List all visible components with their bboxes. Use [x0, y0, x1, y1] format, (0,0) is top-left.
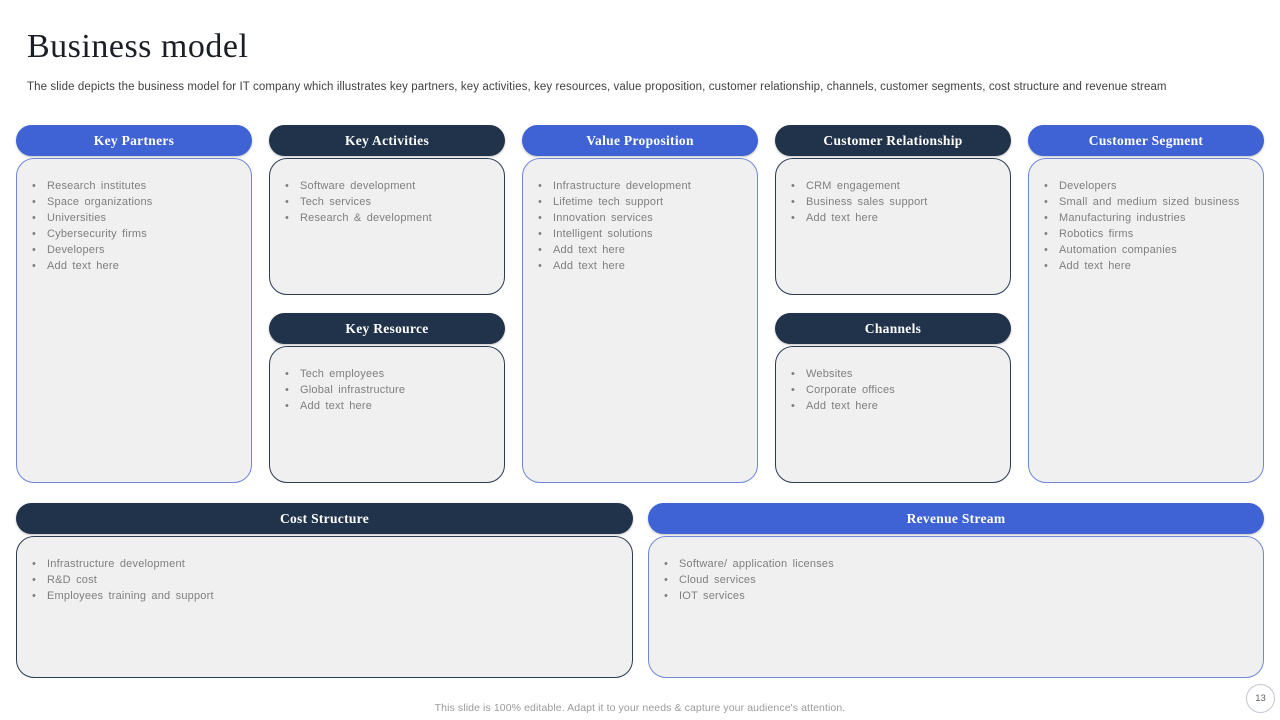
list-item: Tech services	[283, 194, 496, 210]
customer-relationship-list: CRM engagementBusiness sales supportAdd …	[776, 159, 1010, 226]
list-item: Add text here	[30, 258, 243, 274]
section-header-key-resource: Key Resource	[269, 313, 505, 344]
list-item: Developers	[1042, 178, 1255, 194]
column-value-proposition: Value Proposition Infrastructure develop…	[522, 125, 758, 483]
list-item: Intelligent solutions	[536, 226, 749, 242]
key-activities-list: Software developmentTech servicesResearc…	[270, 159, 504, 226]
page-number-badge: 13	[1246, 684, 1275, 713]
list-item: IOT services	[662, 588, 1255, 604]
column-customer-relationship-channels: Customer Relationship CRM engagementBusi…	[775, 125, 1011, 483]
list-item: Cloud services	[662, 572, 1255, 588]
section-key-resource: Key Resource Tech employeesGlobal infras…	[269, 313, 505, 483]
section-cost-structure: Cost Structure Infrastructure developmen…	[16, 503, 633, 678]
channels-list: WebsitesCorporate officesAdd text here	[776, 347, 1010, 414]
list-item: Space organizations	[30, 194, 243, 210]
list-item: Add text here	[536, 242, 749, 258]
section-header-key-partners: Key Partners	[16, 125, 252, 156]
section-header-channels: Channels	[775, 313, 1011, 344]
list-item: Automation companies	[1042, 242, 1255, 258]
section-header-customer-segment: Customer Segment	[1028, 125, 1264, 156]
cost-structure-list: Infrastructure developmentR&D costEmploy…	[17, 537, 632, 604]
value-proposition-list: Infrastructure developmentLifetime tech …	[523, 159, 757, 274]
section-header-key-activities: Key Activities	[269, 125, 505, 156]
list-item: Add text here	[789, 398, 1002, 414]
list-item: Innovation services	[536, 210, 749, 226]
list-item: Add text here	[1042, 258, 1255, 274]
page-title: Business model	[27, 28, 249, 65]
section-body-channels: WebsitesCorporate officesAdd text here	[775, 346, 1011, 483]
section-key-partners: Key Partners Research institutesSpace or…	[16, 125, 252, 483]
section-body-key-partners: Research institutesSpace organizationsUn…	[16, 158, 252, 483]
list-item: Manufacturing industries	[1042, 210, 1255, 226]
list-item: Infrastructure development	[30, 556, 624, 572]
section-body-key-activities: Software developmentTech servicesResearc…	[269, 158, 505, 295]
section-body-key-resource: Tech employeesGlobal infrastructureAdd t…	[269, 346, 505, 483]
section-customer-segment: Customer Segment DevelopersSmall and med…	[1028, 125, 1264, 483]
section-revenue-stream: Revenue Stream Software/ application lic…	[648, 503, 1264, 678]
list-item: Cybersecurity firms	[30, 226, 243, 242]
list-item: Software development	[283, 178, 496, 194]
section-header-revenue-stream: Revenue Stream	[648, 503, 1264, 534]
revenue-stream-list: Software/ application licensesCloud serv…	[649, 537, 1263, 604]
list-item: Tech employees	[283, 366, 496, 382]
list-item: Research institutes	[30, 178, 243, 194]
list-item: Add text here	[536, 258, 749, 274]
list-item: Employees training and support	[30, 588, 624, 604]
list-item: Developers	[30, 242, 243, 258]
list-item: Infrastructure development	[536, 178, 749, 194]
customer-segment-list: DevelopersSmall and medium sized busines…	[1029, 159, 1263, 274]
list-item: Global infrastructure	[283, 382, 496, 398]
bottom-row: Cost Structure Infrastructure developmen…	[16, 503, 1264, 678]
section-header-cost-structure: Cost Structure	[16, 503, 633, 534]
section-body-revenue-stream: Software/ application licensesCloud serv…	[648, 536, 1264, 678]
section-value-proposition: Value Proposition Infrastructure develop…	[522, 125, 758, 483]
slide-footer-note: This slide is 100% editable. Adapt it to…	[434, 702, 846, 714]
list-item: Add text here	[789, 210, 1002, 226]
list-item: Software/ application licenses	[662, 556, 1255, 572]
list-item: Lifetime tech support	[536, 194, 749, 210]
section-channels: Channels WebsitesCorporate officesAdd te…	[775, 313, 1011, 483]
list-item: Robotics firms	[1042, 226, 1255, 242]
section-body-cost-structure: Infrastructure developmentR&D costEmploy…	[16, 536, 633, 678]
section-body-value-proposition: Infrastructure developmentLifetime tech …	[522, 158, 758, 483]
section-body-customer-segment: DevelopersSmall and medium sized busines…	[1028, 158, 1264, 483]
list-item: Add text here	[283, 398, 496, 414]
list-item: Corporate offices	[789, 382, 1002, 398]
key-resource-list: Tech employeesGlobal infrastructureAdd t…	[270, 347, 504, 414]
business-model-canvas: Key Partners Research institutesSpace or…	[16, 125, 1264, 483]
section-header-customer-relationship: Customer Relationship	[775, 125, 1011, 156]
column-key-partners: Key Partners Research institutesSpace or…	[16, 125, 252, 483]
column-key-activities-resource: Key Activities Software developmentTech …	[269, 125, 505, 483]
list-item: CRM engagement	[789, 178, 1002, 194]
list-item: Universities	[30, 210, 243, 226]
list-item: Websites	[789, 366, 1002, 382]
list-item: Small and medium sized business	[1042, 194, 1255, 210]
section-body-customer-relationship: CRM engagementBusiness sales supportAdd …	[775, 158, 1011, 295]
list-item: Research & development	[283, 210, 496, 226]
section-header-value-proposition: Value Proposition	[522, 125, 758, 156]
list-item: Business sales support	[789, 194, 1002, 210]
list-item: R&D cost	[30, 572, 624, 588]
section-key-activities: Key Activities Software developmentTech …	[269, 125, 505, 295]
section-customer-relationship: Customer Relationship CRM engagementBusi…	[775, 125, 1011, 295]
slide-subtitle: The slide depicts the business model for…	[27, 81, 1167, 93]
key-partners-list: Research institutesSpace organizationsUn…	[17, 159, 251, 274]
column-customer-segment: Customer Segment DevelopersSmall and med…	[1028, 125, 1264, 483]
